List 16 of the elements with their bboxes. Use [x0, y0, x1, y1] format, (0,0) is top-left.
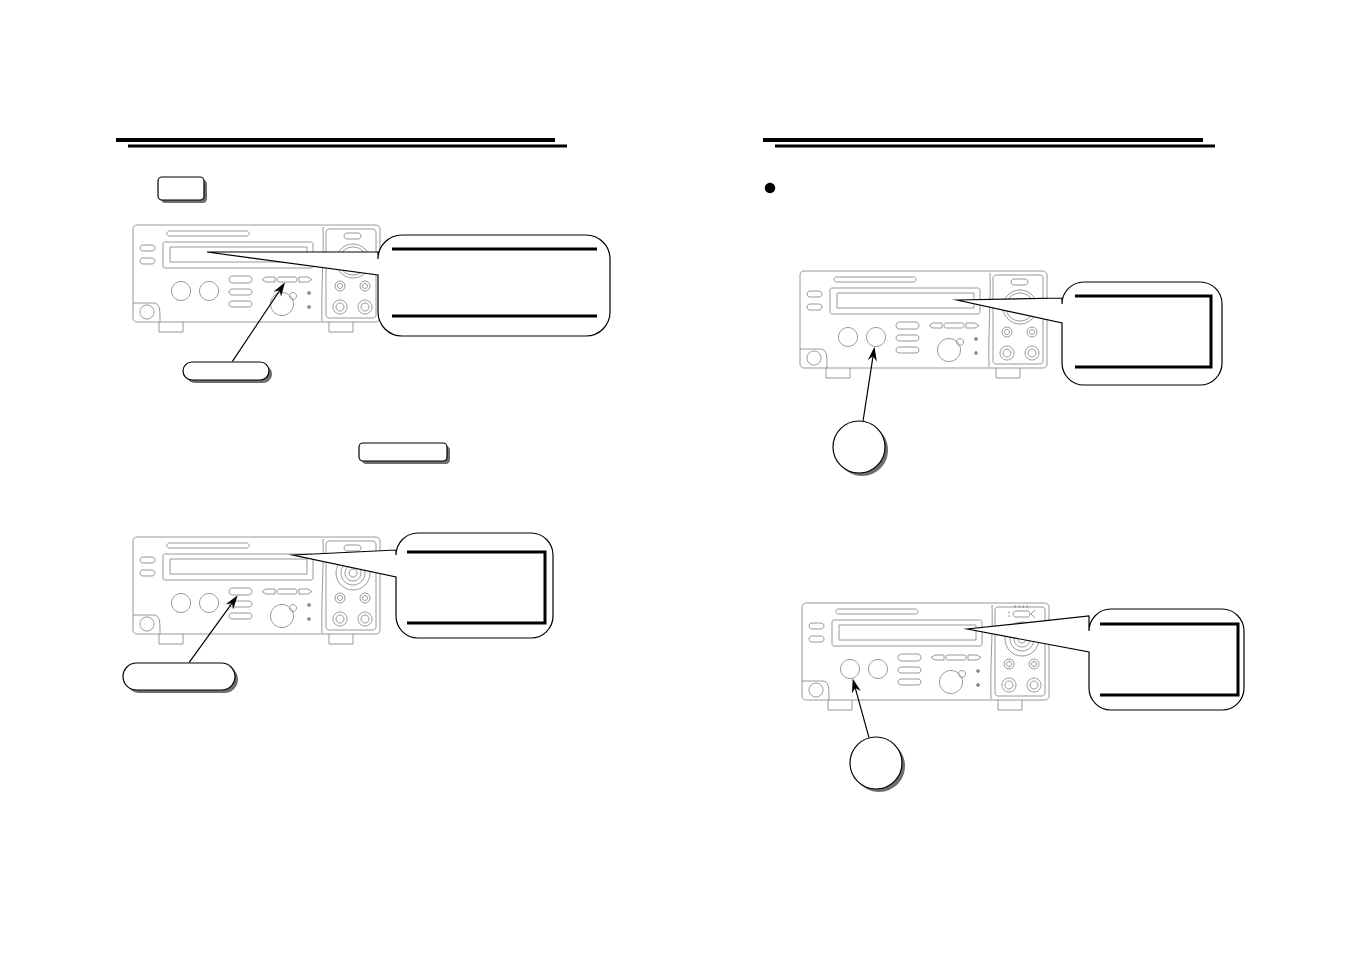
panel-button	[276, 276, 298, 283]
callout-bubble	[292, 532, 554, 639]
panel-button	[228, 587, 253, 596]
label-box	[182, 361, 272, 383]
callout-bubble	[966, 608, 1245, 711]
panel-knob	[840, 659, 860, 679]
front-panel-drawing	[132, 224, 381, 333]
front-panel-drawing	[801, 602, 1050, 711]
front-panel-drawing	[132, 536, 381, 645]
callout-bubble	[206, 234, 611, 337]
label-box	[122, 662, 238, 693]
panel-knob	[866, 327, 886, 347]
label-circle	[832, 420, 888, 476]
label-circle	[849, 736, 905, 792]
key-box	[157, 176, 207, 203]
key-box	[358, 442, 450, 464]
